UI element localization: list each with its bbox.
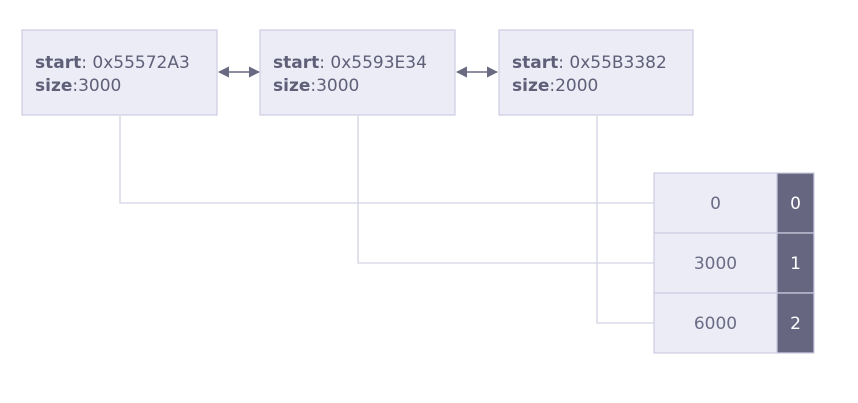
start-separator: :	[558, 53, 569, 73]
block-start-line: start: 0x55B3382	[512, 53, 667, 73]
block-size-line: size:3000	[35, 76, 121, 96]
size-value: 3000	[316, 76, 359, 96]
size-key-label: size	[512, 76, 549, 96]
block-start-line: start: 0x55572A3	[35, 53, 190, 73]
memory-block: start: 0x5593E34 size:3000	[259, 29, 456, 116]
start-address: 0x5593E34	[330, 53, 427, 73]
connector-block-2-to-row-2	[596, 116, 654, 324]
index-cell	[776, 232, 815, 294]
memory-block-box	[259, 29, 456, 116]
index-value: 2	[790, 314, 801, 334]
offset-value: 3000	[694, 254, 737, 274]
start-address: 0x55572A3	[92, 53, 189, 73]
offset-table-row: 0 0	[653, 172, 815, 234]
size-separator: :	[72, 76, 78, 96]
size-value: 2000	[555, 76, 598, 96]
connector-lines	[119, 116, 654, 324]
memory-block-box	[498, 29, 694, 116]
start-key-label: start	[35, 53, 81, 73]
start-separator: :	[319, 53, 330, 73]
index-value: 0	[790, 194, 801, 214]
connector-block-0-to-row-0	[119, 116, 654, 204]
index-cell	[776, 292, 815, 354]
size-key-label: size	[35, 76, 72, 96]
offset-table-row: 3000 1	[653, 232, 815, 294]
offset-table: 0 0 3000 1 6000 2	[653, 172, 815, 354]
block-start-line: start: 0x5593E34	[273, 53, 427, 73]
offset-table-row: 6000 2	[653, 292, 815, 354]
memory-block: start: 0x55572A3 size:3000	[21, 29, 218, 116]
connector-block-1-to-row-1	[357, 116, 654, 264]
block-size-line: size:2000	[512, 76, 598, 96]
offset-value: 6000	[694, 314, 737, 334]
memory-block: start: 0x55B3382 size:2000	[498, 29, 694, 116]
offset-value: 0	[710, 194, 721, 214]
block-size-line: size:3000	[273, 76, 359, 96]
start-key-label: start	[512, 53, 558, 73]
memory-block-box	[21, 29, 218, 116]
start-separator: :	[81, 53, 92, 73]
start-key-label: start	[273, 53, 319, 73]
size-separator: :	[310, 76, 316, 96]
size-value: 3000	[78, 76, 121, 96]
size-separator: :	[549, 76, 555, 96]
index-value: 1	[790, 254, 801, 274]
offset-cell	[653, 292, 778, 354]
start-address: 0x55B3382	[569, 53, 666, 73]
size-key-label: size	[273, 76, 310, 96]
